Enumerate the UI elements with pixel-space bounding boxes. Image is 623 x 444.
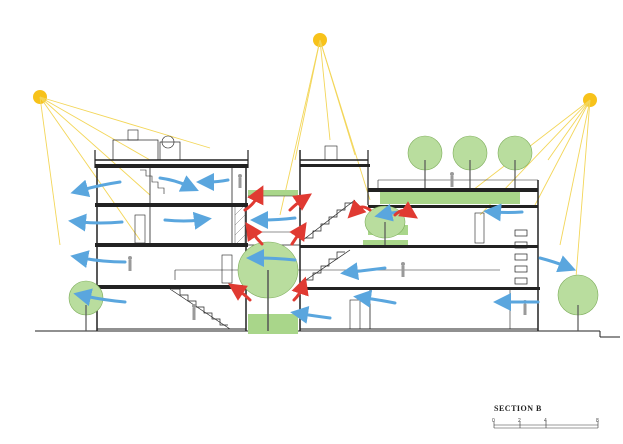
heat-arrow-icon: [245, 222, 264, 246]
wind-arrow-icon: [70, 250, 127, 268]
people: [128, 172, 527, 320]
person-icon: [401, 262, 405, 277]
heat-arrow-icon: [288, 193, 312, 212]
ground-line: [35, 330, 620, 338]
wind-arrow-icon: [196, 172, 230, 191]
heat-arrow-icon: [289, 222, 307, 246]
tree-icon: [497, 135, 533, 188]
tree-icon: [68, 280, 104, 331]
scale-tick-2: 2: [518, 418, 521, 424]
heat-arrow-icon: [243, 185, 264, 212]
wind-arrow-icon: [250, 210, 297, 229]
wind-arrow-icon: [163, 211, 212, 230]
wind-arrow-icon: [158, 175, 199, 192]
scale-bar: [493, 421, 599, 429]
wind-arrow-icon: [73, 288, 127, 307]
wind-arrows: [68, 172, 577, 324]
heat-arrow-icon: [393, 201, 418, 219]
wind-arrow-icon: [340, 262, 387, 281]
heat-arrows: [228, 185, 418, 302]
heat-arrow-icon: [228, 283, 252, 302]
person-icon: [128, 256, 132, 271]
scale-tick-0: 0: [492, 418, 495, 424]
heat-arrow-icon: [347, 199, 372, 219]
tree-icon: [407, 135, 443, 188]
sun-rays: [39, 39, 591, 291]
wind-arrow-icon: [538, 255, 577, 273]
person-icon: [192, 304, 196, 320]
tree-icon: [557, 274, 599, 331]
section-title: SECTION B: [494, 404, 542, 413]
scale-tick-8: 8: [596, 418, 599, 424]
wind-arrow-icon: [246, 249, 297, 268]
person-icon: [238, 174, 242, 188]
scale-tick-4: 4: [544, 418, 547, 424]
wind-arrow-icon: [290, 306, 332, 324]
wind-arrow-icon: [483, 203, 524, 222]
right-building: [174, 145, 540, 331]
wind-arrow-icon: [70, 179, 122, 198]
person-icon: [450, 172, 454, 187]
wind-arrow-icon: [68, 213, 124, 232]
tree-icon: [452, 135, 488, 188]
heat-arrow-icon: [291, 276, 309, 302]
wind-arrow-icon: [353, 289, 397, 308]
